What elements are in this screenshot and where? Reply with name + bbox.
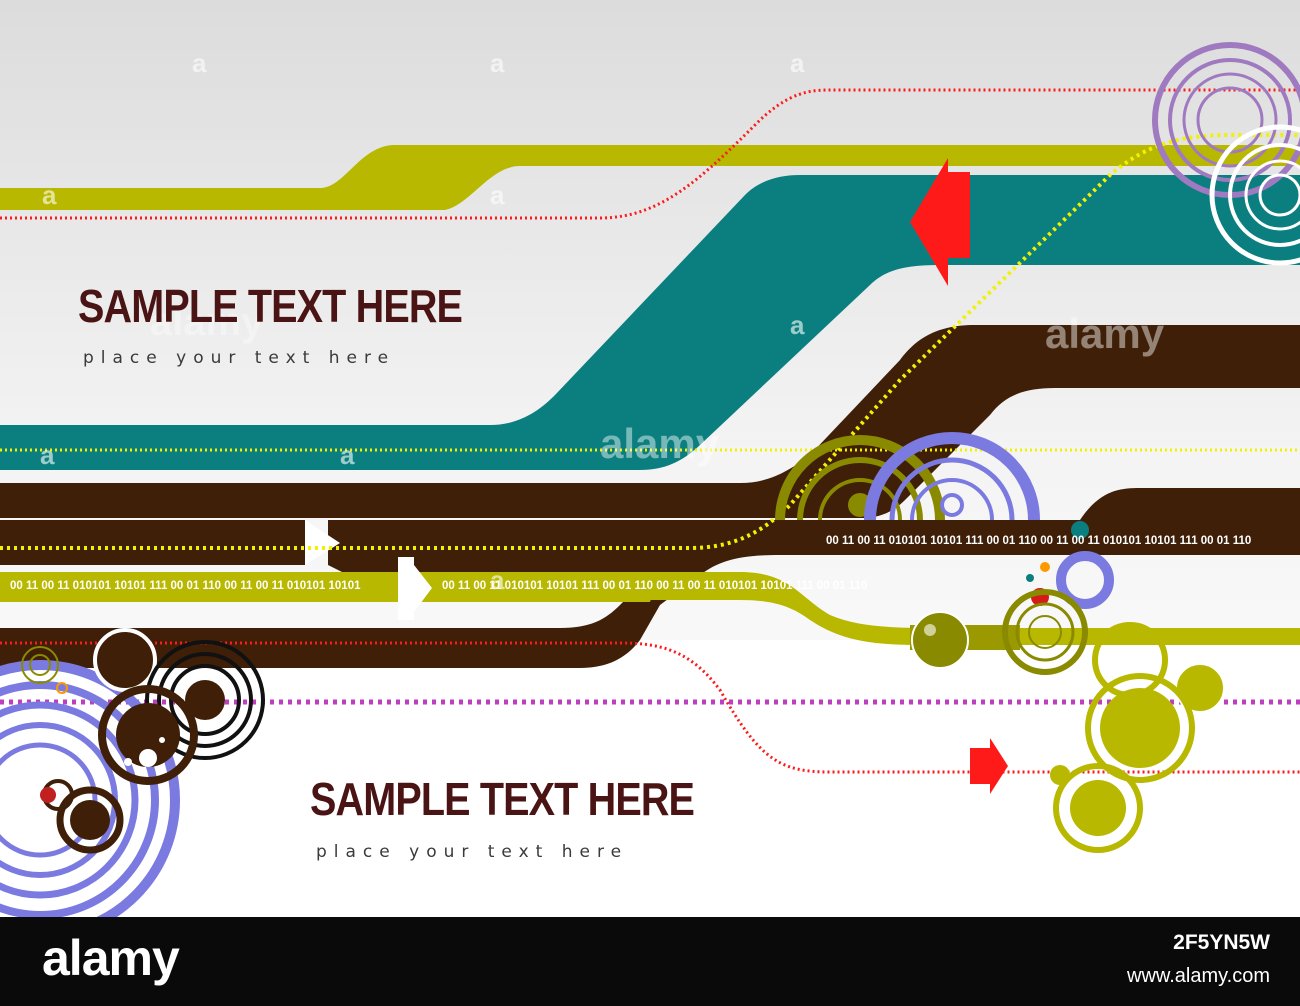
white-arrow-right-upper xyxy=(305,520,340,565)
binary-strip-middle: 00 11 00 11 010101 10101 111 00 01 110 0… xyxy=(442,580,868,592)
watermark-letter-8: a xyxy=(490,565,505,595)
olive-top-band xyxy=(0,145,1300,210)
watermark-right: alamy xyxy=(1045,310,1165,357)
binary-strip-right: 00 11 00 11 010101 10101 111 00 01 110 0… xyxy=(826,535,1252,547)
concentric-circles-top-right xyxy=(1152,42,1300,266)
stock-footer-bar: alamy 2F5YN5W www.alamy.com xyxy=(0,917,1300,1006)
footer-url: www.alamy.com xyxy=(1127,965,1270,987)
red-arrow-left xyxy=(910,158,970,286)
watermark-letter-4: a xyxy=(490,180,505,210)
watermark-letter-3: a xyxy=(42,180,57,210)
brown-upper-band xyxy=(0,325,1300,518)
olive-middle-band xyxy=(435,572,1300,645)
watermark-letter-7: a xyxy=(340,440,355,470)
red-dotted-line-top xyxy=(0,88,1300,220)
watermark-letter-2: a xyxy=(490,48,505,78)
watermark-letter-5: a xyxy=(790,48,805,78)
red-dotted-line-mid xyxy=(0,641,1300,774)
footer-logo: alamy xyxy=(42,930,180,986)
footer-image-code: 2F5YN5W xyxy=(1173,931,1270,954)
bottom-subheadline: place your text here xyxy=(316,842,629,862)
watermark-letter-9: a xyxy=(790,310,805,340)
red-arrow-right xyxy=(970,738,1008,794)
bottom-headline: SAMPLE TEXT HERE xyxy=(310,773,695,825)
watermark-letter-6: a xyxy=(40,440,55,470)
circles-right-cluster xyxy=(911,521,1225,853)
brown-middle-band xyxy=(0,520,305,565)
watermark-left: alamy xyxy=(150,300,264,344)
yellow-dotted-line-horizontal-lower xyxy=(0,133,1300,550)
binary-strip-left: 00 11 00 11 010101 10101 111 00 01 110 0… xyxy=(10,580,361,592)
circles-bottom-left-cluster xyxy=(0,628,265,917)
top-headline: SAMPLE TEXT HERE xyxy=(78,280,463,332)
teal-band xyxy=(0,175,1300,470)
half-circles-center xyxy=(775,432,1040,521)
top-subheadline: place your text here xyxy=(83,348,396,368)
watermark-center: alamy xyxy=(600,420,720,467)
abstract-tech-artwork xyxy=(0,0,1300,917)
white-arrow-right-lower xyxy=(398,557,432,620)
watermark-letter-1: a xyxy=(192,48,207,78)
